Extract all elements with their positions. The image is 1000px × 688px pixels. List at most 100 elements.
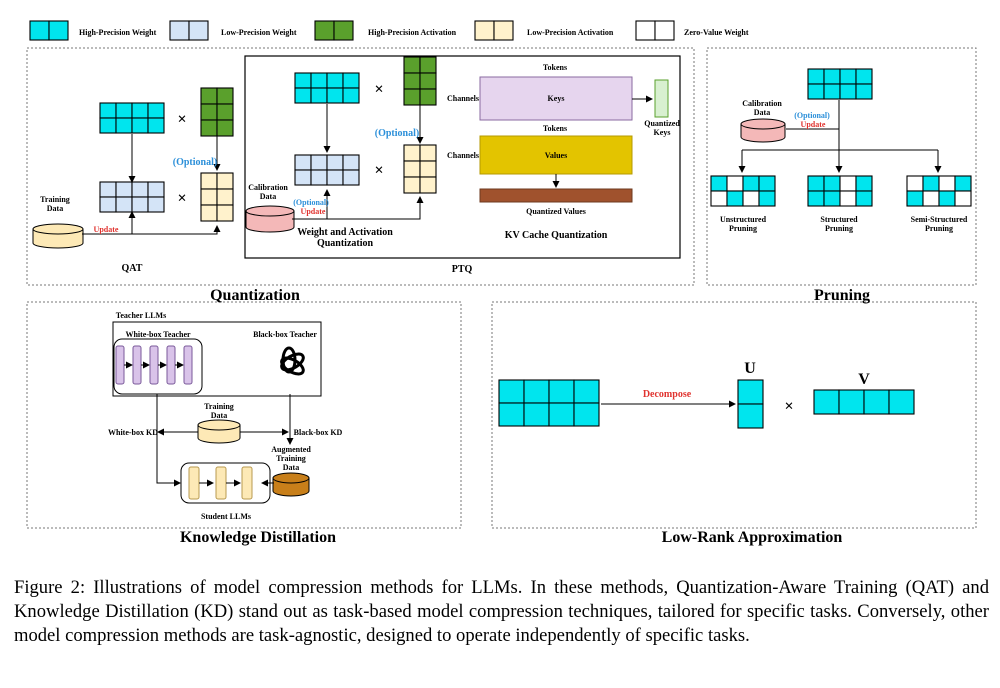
data-cylinders xyxy=(32,118,786,497)
qat-training-data-cylinder xyxy=(32,223,84,249)
kd-panel xyxy=(26,301,462,529)
keys-box xyxy=(479,76,633,121)
lowrank-v-matrix xyxy=(813,389,915,415)
ptq-box xyxy=(244,55,681,259)
qat-update: Update xyxy=(94,225,119,234)
figure-caption: Figure 2: Illustrations of model compres… xyxy=(14,577,989,646)
legend-low-weight-label: Low-Precision Weight xyxy=(221,28,297,37)
student-layer xyxy=(241,466,253,500)
legend-low-weight-swatch xyxy=(169,20,209,41)
ptq-low-act-matrix xyxy=(403,144,437,194)
kv-quantized-values: Quantized Values xyxy=(526,207,586,216)
labels: High-Precision Weight Low-Precision Weigh… xyxy=(40,28,968,546)
ptq-high-weight-matrix xyxy=(294,72,360,104)
lowrank-title: Low-Rank Approximation xyxy=(662,529,843,546)
student-layer xyxy=(188,466,200,500)
lowrank-times: × xyxy=(784,398,793,415)
ptq-update-path xyxy=(292,196,424,220)
pruning-update: Update xyxy=(801,120,826,129)
ptq-calibration-data-cylinder xyxy=(245,205,295,233)
lowrank-u-matrix xyxy=(737,379,764,429)
student-layer xyxy=(215,466,227,500)
kd-training-data-cylinder xyxy=(197,419,241,444)
ptq-low-weight-matrix xyxy=(294,154,360,186)
compression-diagram: High-Precision Weight Low-Precision Weigh… xyxy=(26,20,977,546)
teacher-llms-label: Teacher LLMs xyxy=(116,311,166,320)
kd-augmented-cylinder xyxy=(272,472,310,497)
ptq-optional-small: (Optional) xyxy=(293,198,329,207)
teacher-layer xyxy=(115,345,125,385)
structured-matrix xyxy=(807,175,873,207)
kv-cache-label: KV Cache Quantization xyxy=(505,230,608,241)
ptq-update: Update xyxy=(301,207,326,216)
ptq-label: PTQ xyxy=(452,264,473,275)
decompose-label: Decompose xyxy=(643,389,692,400)
quantization-title: Quantization xyxy=(210,287,300,304)
u-label: U xyxy=(744,360,756,377)
white-box-teacher-box xyxy=(113,338,203,395)
white-box-kd-path xyxy=(156,394,181,487)
legend-high-weight-swatch xyxy=(29,20,69,41)
qat-low-act-matrix xyxy=(200,172,234,222)
pruning-source-matrix xyxy=(807,68,873,100)
white-box-kd-label: White-box KD xyxy=(108,428,158,437)
kd-title: Knowledge Distillation xyxy=(180,529,336,546)
kv-keys: Keys xyxy=(548,94,565,103)
teacher-layer xyxy=(183,345,193,385)
legend-low-act-swatch xyxy=(474,20,514,41)
qat-update-path xyxy=(82,225,221,235)
kv-channels-2: Channels xyxy=(447,151,479,160)
student-layers xyxy=(188,466,253,500)
quantized-values-bar xyxy=(479,188,633,203)
white-box-teacher-label: White-box Teacher xyxy=(125,330,191,339)
pruning-panel xyxy=(706,47,977,286)
qat-times-top: × xyxy=(177,111,186,128)
legend-zero-label: Zero-Value Weight xyxy=(684,28,749,37)
pruning-calibration-cylinder xyxy=(740,118,786,143)
kv-tokens-1: Tokens xyxy=(543,63,567,72)
quantization-panel xyxy=(26,47,695,286)
teacher-box xyxy=(112,321,322,397)
semi-structured-matrix xyxy=(906,175,972,207)
teacher-layer xyxy=(149,345,159,385)
kv-values: Values xyxy=(545,151,567,160)
qat-low-weight-matrix xyxy=(99,181,165,213)
legend xyxy=(29,20,675,41)
lowrank-full-matrix xyxy=(498,379,600,427)
lowrank-panel xyxy=(491,301,977,529)
qat-high-weight-matrix xyxy=(99,102,165,134)
unstructured-matrix xyxy=(710,175,776,207)
teacher-layer xyxy=(166,345,176,385)
black-box-teacher-label: Black-box Teacher xyxy=(253,330,317,339)
ptq-times-top: × xyxy=(374,81,383,98)
quantized-keys-box xyxy=(654,79,669,118)
legend-low-act-label: Low-Precision Activation xyxy=(527,28,614,37)
kv-channels-1: Channels xyxy=(447,94,479,103)
teacher-layers xyxy=(115,345,193,385)
ptq-high-act-matrix xyxy=(403,56,437,106)
qat-high-act-matrix xyxy=(200,87,234,137)
legend-high-act-label: High-Precision Activation xyxy=(368,28,457,37)
teacher-layer xyxy=(132,345,142,385)
ptq-optional: (Optional) xyxy=(375,128,419,139)
legend-high-act-swatch xyxy=(314,20,354,41)
legend-zero-swatch xyxy=(635,20,675,41)
pruning-title: Pruning xyxy=(814,287,870,304)
values-box xyxy=(479,135,633,175)
black-box-kd-label: Black-box KD xyxy=(294,428,343,437)
legend-high-weight-label: High-Precision Weight xyxy=(79,28,157,37)
qat-optional: (Optional) xyxy=(173,157,217,168)
qat-times-bottom: × xyxy=(177,190,186,207)
student-llms-label: Student LLMs xyxy=(201,512,251,521)
pruning-optional: (Optional) xyxy=(794,111,830,120)
